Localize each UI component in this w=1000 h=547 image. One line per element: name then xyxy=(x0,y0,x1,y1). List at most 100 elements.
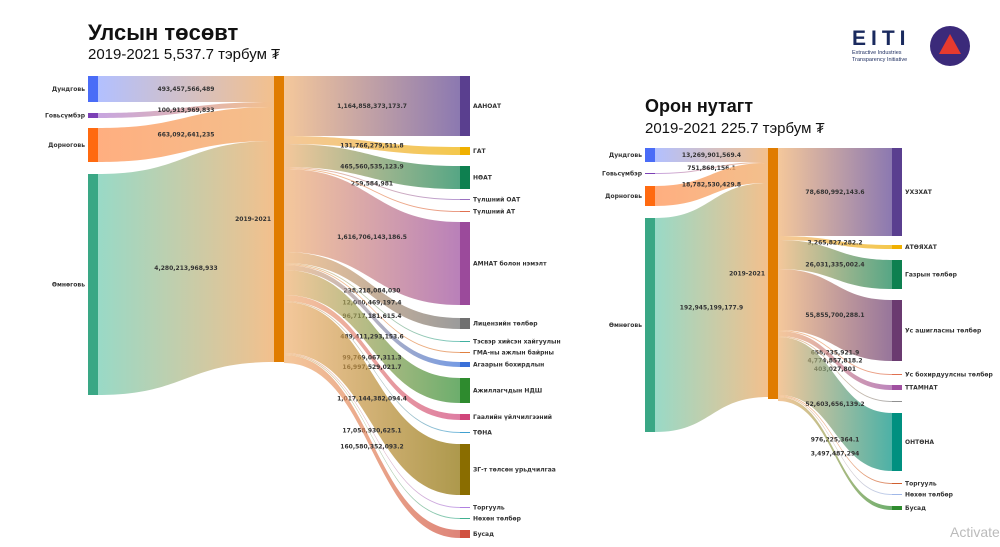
flow-link[interactable] xyxy=(284,263,460,342)
middle-label: 2019-2021 xyxy=(235,216,271,223)
flow-link[interactable] xyxy=(284,167,460,200)
flow-link[interactable] xyxy=(284,270,460,403)
source-node[interactable] xyxy=(645,186,655,206)
flow-link[interactable] xyxy=(284,252,460,329)
target-node[interactable] xyxy=(460,211,470,212)
target-label: Бусад xyxy=(473,531,494,538)
source-node[interactable] xyxy=(645,173,655,174)
flow-link[interactable] xyxy=(284,301,460,433)
flow-link[interactable] xyxy=(655,148,768,162)
target-node[interactable] xyxy=(892,300,902,361)
flow-link[interactable] xyxy=(284,168,460,212)
flow-link[interactable] xyxy=(284,302,460,495)
flow-value-label: 131,766,279,511.8 xyxy=(340,143,403,150)
flow-link[interactable] xyxy=(98,102,274,118)
flow-link[interactable] xyxy=(655,183,768,432)
flow-link[interactable] xyxy=(284,136,460,155)
flow-link[interactable] xyxy=(778,148,892,236)
target-node[interactable] xyxy=(460,378,470,403)
target-node[interactable] xyxy=(892,148,902,236)
flow-link[interactable] xyxy=(778,336,892,402)
target-node[interactable] xyxy=(460,199,470,200)
target-label: ГАТ xyxy=(473,148,486,155)
middle-node[interactable] xyxy=(274,76,284,362)
target-node[interactable] xyxy=(892,494,902,495)
flow-link[interactable] xyxy=(778,240,892,289)
target-node[interactable] xyxy=(892,374,902,375)
flow-link[interactable] xyxy=(778,236,892,249)
target-node[interactable] xyxy=(460,530,470,538)
target-node[interactable] xyxy=(460,222,470,305)
middle-node[interactable] xyxy=(768,148,778,399)
target-node[interactable] xyxy=(460,352,470,353)
source-node[interactable] xyxy=(88,76,98,102)
flow-link[interactable] xyxy=(98,141,274,395)
target-label: ОНТӨНА xyxy=(905,439,934,446)
target-node[interactable] xyxy=(892,260,902,289)
source-label: Дундговь xyxy=(609,152,642,159)
target-node[interactable] xyxy=(892,506,902,510)
local-title: Орон нутагт xyxy=(645,96,754,116)
target-node[interactable] xyxy=(892,483,902,484)
source-label: Дундговь xyxy=(52,86,85,93)
flow-value-label: 4,774,857,818.2 xyxy=(807,358,862,365)
flow-link[interactable] xyxy=(284,295,460,420)
target-node[interactable] xyxy=(460,341,470,342)
flow-value-label: 658,235,921.9 xyxy=(811,350,860,357)
target-node[interactable] xyxy=(460,76,470,136)
flow-link[interactable] xyxy=(778,330,892,375)
target-node[interactable] xyxy=(460,518,470,519)
flow-link[interactable] xyxy=(98,107,274,162)
seal-icon xyxy=(930,26,970,66)
target-node[interactable] xyxy=(460,147,470,155)
flow-link[interactable] xyxy=(655,163,768,206)
target-node[interactable] xyxy=(460,414,470,420)
activate-watermark: Activate xyxy=(950,524,1000,540)
flow-link[interactable] xyxy=(284,265,460,367)
flow-link[interactable] xyxy=(284,355,460,538)
flow-value-label: 976,225,364.1 xyxy=(811,437,860,444)
flow-link[interactable] xyxy=(778,397,892,510)
flow-link[interactable] xyxy=(778,269,892,361)
target-label: Түлшний АТ xyxy=(473,209,516,216)
flow-link[interactable] xyxy=(778,331,892,390)
source-node[interactable] xyxy=(88,113,98,118)
target-node[interactable] xyxy=(460,362,470,367)
target-node[interactable] xyxy=(892,245,902,249)
target-node[interactable] xyxy=(460,432,470,433)
flow-link[interactable] xyxy=(778,396,892,495)
target-label: Бусад xyxy=(905,505,926,512)
flow-link[interactable] xyxy=(778,395,892,484)
source-node[interactable] xyxy=(645,218,655,432)
target-label: Гаалийн үйлчилгээний xyxy=(473,414,552,421)
target-node[interactable] xyxy=(892,385,902,390)
source-node[interactable] xyxy=(88,128,98,162)
flow-link[interactable] xyxy=(284,144,460,189)
flow-link[interactable] xyxy=(778,337,892,471)
flow-link[interactable] xyxy=(284,169,460,305)
flow-link[interactable] xyxy=(98,76,274,102)
flow-link[interactable] xyxy=(284,264,460,353)
target-node[interactable] xyxy=(460,166,470,189)
flow-value-label: 55,855,700,288.1 xyxy=(805,312,864,319)
source-node[interactable] xyxy=(88,174,98,395)
flow-value-label: 12,080,469,197.4 xyxy=(342,300,401,307)
target-label: Ус бохирдуулсны төлбөр xyxy=(905,372,994,379)
target-label: Ус ашигласны төлбөр xyxy=(905,328,982,335)
flow-link[interactable] xyxy=(284,76,460,136)
flow-link[interactable] xyxy=(284,353,460,508)
target-node[interactable] xyxy=(892,401,902,402)
flow-value-label: 259,584,981 xyxy=(351,181,393,188)
source-node[interactable] xyxy=(645,148,655,162)
flow-link[interactable] xyxy=(284,354,460,519)
target-label: ААНОАТ xyxy=(473,103,502,110)
target-node[interactable] xyxy=(460,444,470,495)
target-node[interactable] xyxy=(892,413,902,471)
target-node[interactable] xyxy=(460,507,470,508)
flow-value-label: 99,769,067,311.3 xyxy=(342,355,401,362)
flow-value-label: 489,411,293,153.6 xyxy=(340,334,403,341)
flow-link[interactable] xyxy=(655,162,768,174)
flow-value-label: 26,031,335,002.4 xyxy=(805,262,864,269)
source-label: Говьсүмбэр xyxy=(45,113,86,120)
target-node[interactable] xyxy=(460,318,470,329)
